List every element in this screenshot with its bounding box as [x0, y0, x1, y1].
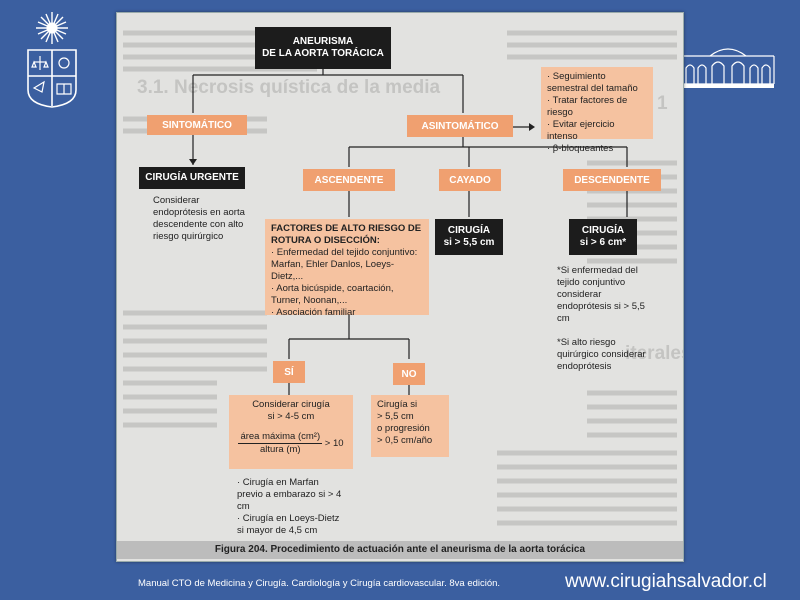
urgente-note: Considerar endoprótesis en aorta descend…: [153, 195, 245, 242]
marfan-notes: · Cirugía en Marfan previo a embarazo si…: [237, 477, 347, 537]
root-node-aneurisma: ANEURISMA DE LA AORTA TORÁCICA: [255, 27, 391, 69]
scanned-figure-page: 3.1. Necrosis quística de la media 1 ite…: [116, 12, 684, 562]
node-cirugia-descendente: CIRUGÍA si > 6 cm*: [569, 219, 637, 255]
follow-up-item: · Tratar factores de riesgo: [547, 95, 628, 118]
university-logo: [24, 10, 80, 108]
si-line-1: Considerar cirugía: [252, 399, 330, 410]
node-cayado: CAYADO: [439, 169, 501, 191]
hospital-building-logo: [680, 40, 776, 90]
background-heading-right: 1: [657, 93, 668, 114]
node-sintomatico: SINTOMÁTICO: [147, 115, 247, 135]
descendente-note-2: *Si alto riesgo quirúrgico considerar en…: [557, 337, 646, 372]
ratio-denominator: altura (m): [259, 444, 301, 455]
ratio-threshold: > 10: [324, 438, 344, 450]
node-si: SÍ: [273, 361, 305, 383]
follow-up-list: · Seguimiento semestral del tamaño · Tra…: [547, 71, 647, 155]
factores-item: · Asociación familiar: [271, 307, 356, 318]
factores-riesgo-box: FACTORES DE ALTO RIESGO DE ROTURA O DISE…: [265, 219, 429, 318]
node-cirugia-cayado: CIRUGÍA si > 5,5 cm: [435, 219, 503, 255]
flowchart-connectors: [189, 69, 628, 395]
node-cirugia-urgente: CIRUGÍA URGENTE: [139, 167, 245, 189]
loeys-dietz-note: · Cirugía en Loeys-Dietz si mayor de 4,5…: [237, 513, 340, 536]
factores-list: · Enfermedad del tejido conjuntivo: Marf…: [271, 247, 423, 319]
marfan-note: · Cirugía en Marfan previo a embarazo si…: [237, 477, 342, 512]
factores-item: · Aorta bicúspide, coartación, Turner, N…: [271, 283, 394, 306]
background-heading: 3.1. Necrosis quística de la media: [137, 77, 441, 98]
follow-up-item: · Seguimiento semestral del tamaño: [547, 71, 638, 94]
ratio-numerator: área máxima (cm²): [238, 431, 323, 444]
node-asintomatico: ASINTOMÁTICO: [407, 115, 513, 137]
area-height-ratio: área máxima (cm²) altura (m) > 10: [235, 431, 347, 456]
follow-up-recommendations: · Seguimiento semestral del tamaño · Tra…: [541, 67, 653, 154]
node-no: NO: [393, 363, 425, 385]
factores-item: · Enfermedad del tejido conjuntivo: Marf…: [271, 247, 418, 282]
figure-caption: Figura 204. Procedimiento de actuación a…: [117, 541, 683, 559]
background-heading-right-2: iterales: [625, 343, 683, 364]
follow-up-item: · β-bloqueantes: [547, 143, 614, 154]
node-descendente: DESCENDENTE: [563, 169, 661, 191]
no-recommendation-box: Cirugía si > 5,5 cm o progresión > 0,5 c…: [371, 395, 449, 457]
factores-title: FACTORES DE ALTO RIESGO DE ROTURA O DISE…: [271, 223, 422, 246]
descendente-note-1: *Si enfermedad del tejido conjuntivo con…: [557, 265, 645, 324]
si-recommendation-box: Considerar cirugía si > 4-5 cm área máxi…: [229, 395, 353, 469]
node-ascendente: ASCENDENTE: [303, 169, 395, 191]
ratio-fraction: área máxima (cm²) altura (m): [238, 431, 323, 456]
source-citation: Manual CTO de Medicina y Cirugía. Cardio…: [138, 578, 501, 589]
website-link[interactable]: www.cirugiahsalvador.cl: [565, 571, 767, 592]
follow-up-item: · Evitar ejercicio intenso: [547, 119, 615, 142]
si-line-2: si > 4-5 cm: [267, 411, 315, 422]
